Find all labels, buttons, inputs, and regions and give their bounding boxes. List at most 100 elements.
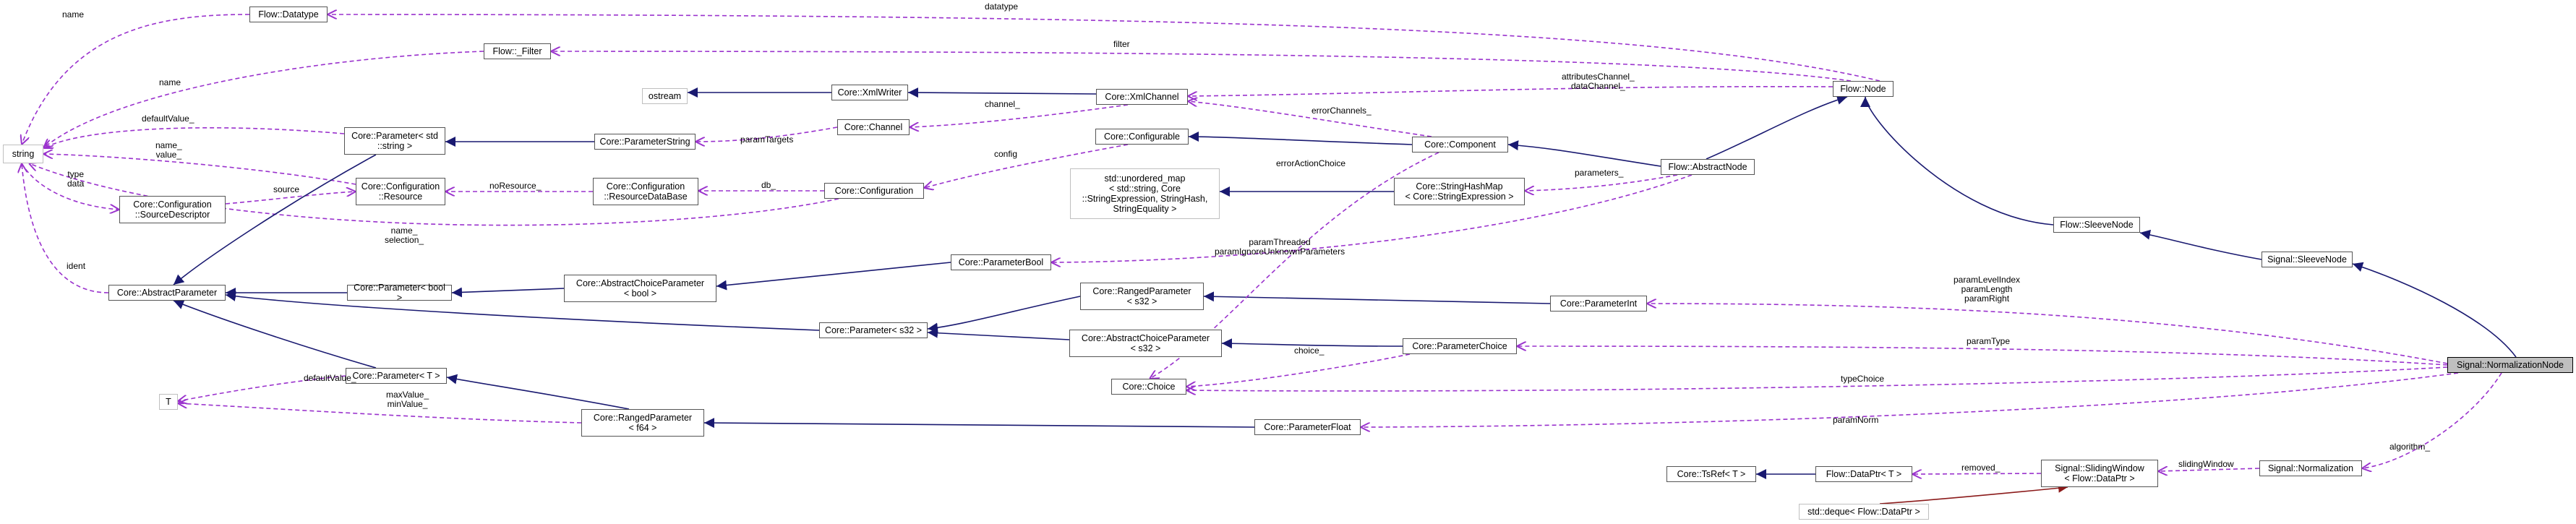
edge-datatype-name	[22, 14, 250, 145]
edge-paramT-rangedf64	[446, 374, 630, 410]
edge-srcdesc-resource	[225, 192, 356, 205]
edge-flowsleeve-signalsleeve	[2139, 229, 2262, 260]
edge-filter-name	[43, 51, 484, 148]
edge-label-param-level-index: paramLevelIndex paramLength paramRight	[1954, 275, 2021, 304]
node-signal-normalizationnode: Signal::NormalizationNode	[2447, 357, 2573, 373]
node-core-configuration-resourcedatabase: Core::Configuration ::ResourceDataBase	[593, 178, 698, 205]
edge-xmlchannel-channel	[910, 104, 1129, 127]
edge-paramchoice-choice	[1186, 353, 1411, 387]
edge-normnode-paramint	[1647, 304, 2448, 364]
edge-paramstd-defaultvalue	[43, 127, 345, 148]
edge-label-name-datatype: name	[62, 9, 85, 20]
node-core-parameterchoice: Core::ParameterChoice	[1403, 338, 1517, 354]
node-string: string	[3, 145, 43, 163]
edge-parambool-abschoicebool	[451, 287, 565, 298]
edge-label-param-targets: paramTargets	[740, 134, 794, 145]
node-core-abstractparameter: Core::AbstractParameter	[108, 285, 226, 301]
node-std-deque: std::deque< Flow::DataPtr >	[1799, 504, 1929, 520]
edge-component-abstractnode	[1507, 140, 1661, 167]
edge-label-filter: filter	[1113, 39, 1130, 49]
node-core-xmlwriter: Core::XmlWriter	[831, 85, 908, 100]
node-core-parameterfloat: Core::ParameterFloat	[1254, 419, 1361, 435]
edge-label-db: db_	[761, 180, 776, 190]
edge-node-datatype	[328, 14, 1880, 82]
edge-resource-name-value	[43, 154, 356, 185]
edge-configurable-configuration	[924, 144, 1129, 188]
edge-configurable-component	[1188, 132, 1413, 145]
node-ostream: ostream	[642, 88, 688, 104]
edge-xmlwriter-xmlchannel	[907, 87, 1097, 98]
edge-node-xmlchannel	[1188, 85, 1833, 96]
edge-label-type-choice: typeChoice	[1841, 374, 1885, 384]
node-core-configuration: Core::Configuration	[824, 183, 924, 199]
node-signal-normalization: Signal::Normalization	[2259, 460, 2362, 476]
node-core-parameter-bool: Core::Parameter< bool >	[347, 283, 452, 303]
node-core-parameter-s32: Core::Parameter< s32 >	[819, 322, 928, 338]
edge-label-param-norm: paramNorm	[1833, 415, 1879, 425]
node-core-configurable: Core::Configurable	[1095, 129, 1189, 145]
node-T: T	[159, 394, 178, 410]
edge-node-filter	[551, 51, 1852, 82]
edge-label-parameters: parameters_	[1575, 168, 1624, 178]
edge-label-channel: channel_	[985, 99, 1020, 109]
node-signal-slidingwindow: Signal::SlidingWindow < Flow::DataPtr >	[2041, 460, 2158, 487]
edge-abstractparam-paramT	[173, 299, 377, 369]
edge-abstractparam-params32	[225, 291, 820, 331]
edge-label-error-channels: errorChannels_	[1311, 106, 1372, 116]
edge-normnode-normalization	[2362, 372, 2502, 468]
node-core-configuration-resource: Core::Configuration ::Resource	[356, 178, 445, 205]
node-core-tsref-T: Core::TsRef< T >	[1666, 466, 1756, 482]
node-flow-node: Flow::Node	[1833, 81, 1894, 97]
edge-label-removed: removed_	[1961, 463, 2001, 473]
node-core-parameterstring: Core::ParameterString	[594, 134, 696, 150]
edge-label-param-threaded: paramThreaded paramIgnoreUnknownParamete…	[1215, 237, 1345, 257]
edge-rangedf64-maxmin	[178, 403, 582, 424]
node-core-abstractchoiceparameter-s32: Core::AbstractChoiceParameter < s32 >	[1069, 330, 1222, 357]
edge-label-default-value: defaultValue_	[142, 113, 194, 124]
node-flow-dataptr-T: Flow::DataPtr< T >	[1815, 466, 1912, 482]
node-core-configuration-sourcedescriptor: Core::Configuration ::SourceDescriptor	[119, 196, 226, 223]
edge-abstractnode-parambool	[1051, 174, 1693, 262]
edge-label-no-resource: noResource_	[489, 181, 542, 191]
edge-node-abstractnode	[1706, 95, 1848, 160]
node-core-channel: Core::Channel	[837, 119, 910, 135]
node-flow-datatype: Flow::Datatype	[249, 7, 328, 22]
edge-label-choice: choice_	[1294, 345, 1325, 356]
node-core-rangedparameter-f64: Core::RangedParameter < f64 >	[581, 409, 704, 437]
edge-ranged-s32-paramint	[1203, 291, 1551, 304]
edge-abschoicebool-parambool	[716, 262, 951, 291]
edge-label-datatype: datatype	[985, 1, 1019, 12]
edge-label-name-selection: name_ selection_	[385, 226, 424, 245]
node-core-parameterbool: Core::ParameterBool	[951, 254, 1051, 270]
edge-label-default-value-T: defaultValue_	[304, 373, 356, 383]
edge-normnode-choice	[1186, 366, 2448, 391]
edge-abstractparam-paramstd	[173, 154, 377, 285]
node-core-xmlchannel: Core::XmlChannel	[1096, 89, 1188, 105]
edge-label-max-min-value: maxValue_ minValue_	[386, 390, 429, 409]
edge-label-error-action-choice: errorActionChoice	[1276, 158, 1346, 168]
edge-label-sliding-window: slidingWindow	[2178, 459, 2234, 469]
edge-component-xmlchannel	[1188, 101, 1432, 137]
node-flow-abstractnode: Flow::AbstractNode	[1661, 159, 1755, 175]
node-std-unordered-map: std::unordered_map < std::string, Core :…	[1070, 168, 1220, 219]
edge-label-config: config	[994, 149, 1018, 159]
edge-normalization-slidingwindow	[2158, 468, 2260, 471]
edge-label-ident: ident	[67, 261, 86, 271]
node-core-rangedparameter-s32: Core::RangedParameter < s32 >	[1080, 283, 1204, 310]
node-flow-filter: Flow::_Filter	[484, 43, 551, 59]
edge-label-name-filter: name	[159, 77, 181, 87]
edge-signalsleeve-normnode	[2352, 262, 2517, 358]
edge-slidingwindow-dataptr	[1912, 473, 2042, 474]
node-flow-sleevenode: Flow::SleeveNode	[2053, 217, 2140, 233]
edge-deque-slidingwindow	[1879, 483, 2068, 504]
node-core-parameter-std-string: Core::Parameter< std ::string >	[344, 127, 445, 155]
edge-label-name-value: name_ value_	[155, 140, 182, 160]
node-core-abstractchoiceparameter-bool: Core::AbstractChoiceParameter < bool >	[564, 275, 716, 302]
edge-paramT-default	[178, 375, 346, 401]
edge-label-algorithm: algorithm_	[2389, 442, 2431, 452]
edge-abschoices32-paramchoice	[1221, 338, 1403, 349]
node-core-component: Core::Component	[1412, 137, 1508, 153]
edge-label-type-data: type data	[67, 169, 85, 189]
edge-label-source: source	[273, 184, 300, 194]
